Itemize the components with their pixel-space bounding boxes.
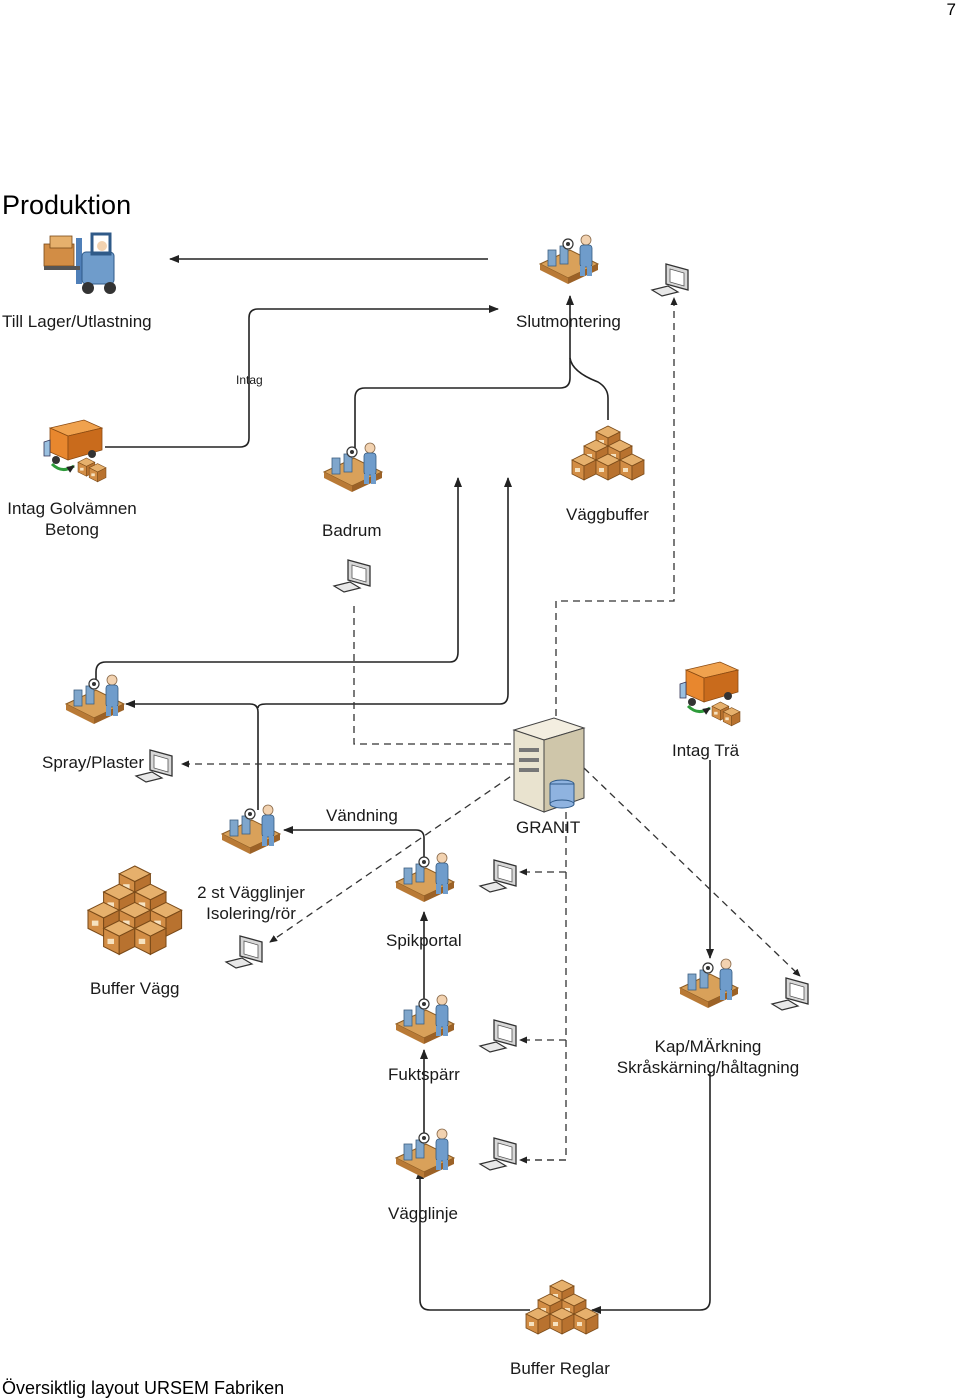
- spray-station-icon: [65, 674, 125, 725]
- vagglinje-station-icon: [395, 1128, 455, 1179]
- computer-icon: [771, 977, 809, 1011]
- label-spikportal: Spikportal: [386, 931, 462, 950]
- computer-icon: [225, 935, 263, 969]
- arrow-kap-to-buffer: [591, 1072, 711, 1314]
- label-granit: GRANIT: [516, 818, 581, 837]
- label-vandning: Vändning: [326, 806, 398, 825]
- computer-icon: [479, 859, 517, 893]
- kap-station-icon: [679, 958, 739, 1009]
- label-kap: Kap/MÄrkning Skråskärning/håltagning: [610, 1036, 806, 1078]
- server-icon: [512, 717, 586, 813]
- arrow-spray-up-1: [95, 477, 462, 682]
- data-lines: [181, 297, 801, 1164]
- label-vagglinjer-line1: 2 st Vägglinjer: [197, 883, 305, 902]
- label-intag-golv: Intag Golvämnen Betong: [4, 498, 140, 540]
- label-badrum: Badrum: [322, 521, 382, 540]
- arrow-intag-to-slutmontering: [105, 305, 499, 448]
- dashed-vagglinjer-pc: [269, 769, 521, 943]
- buffer-reglar-boxes-icon: [525, 1279, 599, 1335]
- boxes-icon: [77, 457, 107, 483]
- spikportal-station-icon: [395, 852, 455, 903]
- intag-tra-truck-icon: [680, 662, 738, 712]
- dashed-kap-pc: [583, 767, 801, 977]
- computer-icon: [479, 1137, 517, 1171]
- arrow-spray-up-2: [257, 477, 512, 709]
- label-intag-arrow: Intag: [236, 373, 263, 387]
- label-buffer-reglar: Buffer Reglar: [510, 1359, 610, 1378]
- buffer-vagg-boxes-icon: [87, 865, 183, 956]
- label-vaggbuffer: Väggbuffer: [566, 505, 649, 524]
- fuktsparr-station-icon: [395, 994, 455, 1045]
- label-lager: Till Lager/Utlastning: [2, 312, 152, 331]
- label-spray: Spray/Plaster: [42, 753, 145, 772]
- label-intag-golv-line1: Intag Golvämnen: [7, 499, 137, 518]
- dashed-granit-down: [518, 812, 567, 1161]
- label-intag-tra: Intag Trä: [672, 741, 740, 760]
- computer-icon: [651, 263, 689, 297]
- forklift-icon: [43, 232, 116, 294]
- arrow-buffer-to-vagglinje: [416, 1169, 530, 1311]
- label-kap-line1: Kap/MÄrkning: [654, 1037, 762, 1056]
- label-kap-line2: Skråskärning/håltagning: [616, 1058, 800, 1077]
- arrow-badrum-to-slutmontering: [354, 295, 574, 455]
- computer-icon: [333, 559, 371, 593]
- flow-lines: [95, 255, 714, 1314]
- vaggbuffer-boxes-icon: [571, 425, 645, 481]
- computer-icon: [479, 1019, 517, 1053]
- label-buffer-vagg: Buffer Vägg: [90, 979, 180, 998]
- label-vagglinjer: 2 st Vägglinjer Isolering/rör: [192, 882, 310, 924]
- label-vagglinjer-line2: Isolering/rör: [206, 904, 296, 923]
- label-vagglinje: Vägglinje: [388, 1204, 458, 1223]
- page-title: Produktion: [2, 190, 132, 220]
- label-intag-golv-line2: Betong: [45, 520, 99, 539]
- label-slutmontering: Slutmontering: [516, 312, 621, 331]
- arrow-vandning: [283, 826, 425, 858]
- page-number: 7: [946, 0, 956, 19]
- badrum-station-icon: [323, 442, 383, 493]
- boxes-icon: [711, 701, 741, 727]
- dashed-granit-to-slutmontering-pc: [555, 297, 678, 716]
- slutmontering-station-icon: [539, 234, 599, 285]
- arrow-vagglinjer-to-spray: [125, 700, 259, 810]
- line-vaggbuffer-to-slutmontering: [569, 357, 609, 420]
- vagglinjer-station-icon: [221, 804, 281, 855]
- footer-caption: Översiktlig layout URSEM Fabriken: [2, 1378, 285, 1398]
- dashed-badrum-pc: [353, 606, 514, 745]
- label-fuktsparr: Fuktspärr: [388, 1065, 460, 1084]
